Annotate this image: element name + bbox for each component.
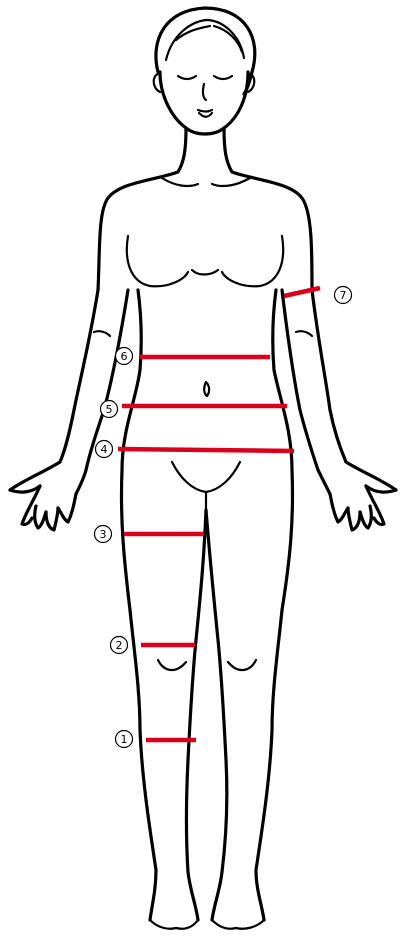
marker-4-label: 4 — [101, 443, 108, 456]
marker-2: 2 — [111, 637, 128, 654]
marker-5: 5 — [101, 401, 118, 418]
marker-7-label: 7 — [340, 289, 347, 302]
measurement-line-4 — [118, 449, 294, 451]
marker-1-label: 1 — [121, 733, 128, 746]
head — [154, 8, 255, 134]
measurement-line-7 — [284, 288, 320, 296]
marker-4: 4 — [96, 441, 113, 458]
marker-3: 3 — [95, 526, 112, 543]
marker-5-label: 5 — [106, 403, 113, 416]
marker-7: 7 — [335, 287, 352, 304]
marker-6-label: 6 — [121, 350, 128, 363]
marker-3-label: 3 — [100, 528, 107, 541]
marker-6: 6 — [116, 348, 133, 365]
marker-2-label: 2 — [116, 639, 123, 652]
legs — [130, 510, 282, 929]
right-arm — [282, 290, 396, 530]
marker-1: 1 — [116, 731, 133, 748]
